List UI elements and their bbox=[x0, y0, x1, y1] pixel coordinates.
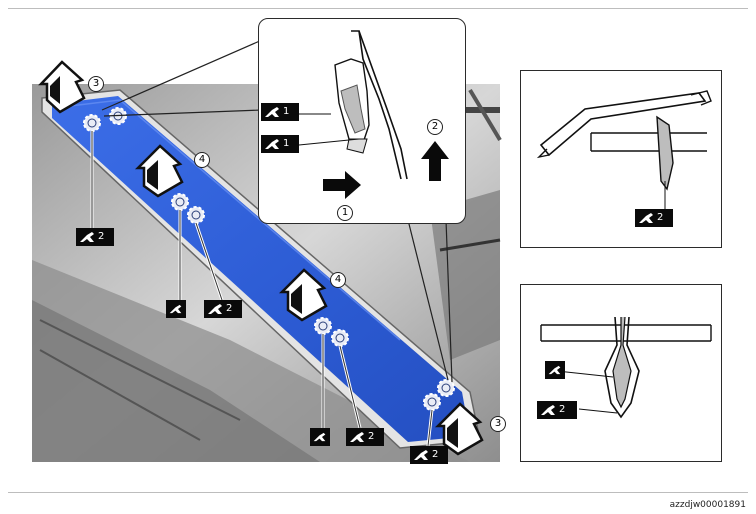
clip-circle-icon bbox=[187, 206, 205, 224]
clip-tool-icon bbox=[548, 365, 561, 375]
push-arrow-icon bbox=[278, 268, 328, 322]
direction-arrow-icon bbox=[323, 171, 361, 199]
clip-tool-tag: 2 bbox=[410, 446, 448, 464]
clip-tool-tag bbox=[166, 300, 186, 318]
clip-circle-icon bbox=[423, 393, 441, 411]
clip-circle-icon bbox=[83, 114, 101, 132]
clip-tool-icon bbox=[208, 304, 222, 314]
clip-tool-tag: 1 bbox=[261, 135, 299, 153]
trim-edge-section-diagram bbox=[536, 90, 712, 209]
direction-arrow-icon bbox=[421, 141, 449, 181]
clip-front-view-panel: 2 bbox=[520, 284, 722, 462]
top-rule bbox=[8, 8, 748, 9]
tool-tag-number: 1 bbox=[283, 106, 290, 117]
clip-tool-icon bbox=[414, 450, 428, 460]
clip-tool-tag: 2 bbox=[635, 209, 673, 227]
clip-circle-icon bbox=[171, 193, 189, 211]
push-arrow-icon bbox=[434, 402, 484, 456]
step-number-3: 3 bbox=[490, 416, 506, 432]
clip-tool-icon bbox=[265, 107, 279, 117]
step-number-1: 1 bbox=[337, 205, 353, 221]
clip-tool-icon bbox=[80, 232, 94, 242]
clip-tool-icon bbox=[313, 432, 326, 442]
clip-tool-tag bbox=[310, 428, 330, 446]
clip-tool-icon bbox=[541, 405, 555, 415]
step-number-4: 4 bbox=[194, 152, 210, 168]
clip-detail-zoom-panel: 1 1 1 2 bbox=[258, 18, 466, 224]
clip-cross-section-diagram bbox=[298, 30, 449, 199]
step-number-3: 3 bbox=[88, 76, 104, 92]
bottom-rule bbox=[8, 492, 748, 493]
step-number-2: 2 bbox=[427, 119, 443, 135]
clip-tool-tag bbox=[545, 361, 565, 379]
clip-circle-icon bbox=[331, 329, 349, 347]
clip-tool-icon bbox=[169, 304, 182, 314]
tool-tag-number: 2 bbox=[657, 212, 664, 223]
push-arrow-icon bbox=[38, 60, 86, 114]
figure-code: azzdjw00001891 bbox=[669, 500, 746, 510]
clip-tool-tag: 1 bbox=[261, 103, 299, 121]
clip-tool-tag: 2 bbox=[346, 428, 384, 446]
tool-tag-number: 2 bbox=[226, 303, 233, 314]
clip-tool-icon bbox=[265, 139, 279, 149]
clip-circle-icon bbox=[314, 317, 332, 335]
clip-tool-tag: 2 bbox=[76, 228, 114, 246]
clip-profile-diagram bbox=[540, 316, 712, 419]
tool-tag-number: 1 bbox=[283, 138, 290, 149]
clip-tool-tag: 2 bbox=[537, 401, 577, 419]
push-arrow-icon bbox=[134, 144, 184, 198]
tool-tag-number: 2 bbox=[98, 231, 105, 242]
clip-tool-tag: 2 bbox=[204, 300, 242, 318]
tool-tag-number: 2 bbox=[559, 404, 566, 415]
tool-tag-number: 2 bbox=[432, 449, 439, 460]
clip-tool-icon bbox=[350, 432, 364, 442]
tool-tag-number: 2 bbox=[368, 431, 375, 442]
clip-circle-icon bbox=[437, 379, 455, 397]
step-number-4: 4 bbox=[330, 272, 346, 288]
clip-side-view-panel: 2 bbox=[520, 70, 722, 248]
clip-tool-icon bbox=[639, 213, 653, 223]
